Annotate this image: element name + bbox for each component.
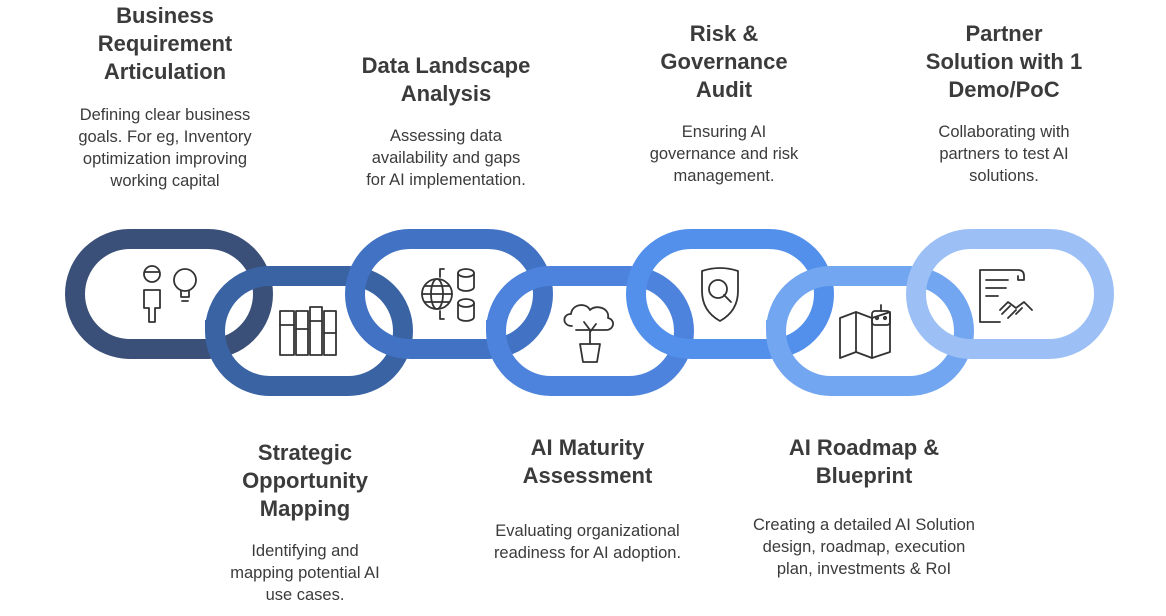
shield-search-icon: [701, 267, 739, 322]
step-title: Strategic Opportunity Mapping: [242, 440, 368, 521]
step-description: Ensuring AI governance and risk manageme…: [649, 123, 799, 185]
globe-database-icon: [421, 268, 475, 322]
step-strategic: Strategic Opportunity Mapping Identifyin…: [185, 439, 425, 606]
step-risk: Risk & Governance Audit Ensuring AI gove…: [618, 20, 830, 187]
contract-handshake-icon: [979, 269, 1033, 323]
step-description: Creating a detailed AI Solution design, …: [753, 516, 975, 578]
step-maturity: AI Maturity Assessment Evaluating organi…: [460, 434, 715, 564]
step-business: Business Requirement Articulation Defini…: [40, 2, 290, 192]
step-description: Identifying and mapping potential AI use…: [230, 542, 380, 604]
map-robot-icon: [839, 304, 891, 359]
person-idea-icon: [143, 265, 197, 323]
step-title: Business Requirement Articulation: [97, 3, 233, 84]
step-title: Partner Solution with 1 Demo/PoC: [925, 21, 1083, 102]
step-title: Risk & Governance Audit: [660, 21, 788, 102]
step-partner: Partner Solution with 1 Demo/PoC Collabo…: [900, 20, 1108, 187]
step-description: Defining clear business goals. For eg, I…: [78, 106, 252, 190]
step-title: AI Maturity Assessment: [522, 435, 653, 488]
chain-link-business: [65, 229, 273, 359]
step-title: Data Landscape Analysis: [361, 53, 531, 106]
step-description: Evaluating organizational readiness for …: [493, 522, 682, 562]
step-title: AI Roadmap & Blueprint: [788, 435, 940, 488]
plant-growth-icon: [563, 304, 614, 363]
step-data: Data Landscape Analysis Assessing data a…: [330, 52, 562, 191]
step-description: Collaborating with partners to test AI s…: [938, 123, 1070, 185]
columns-icon: [279, 306, 337, 356]
chain-link-partner: [906, 229, 1114, 359]
step-roadmap: AI Roadmap & Blueprint Creating a detail…: [728, 434, 1000, 580]
chain-link-data: [345, 229, 553, 359]
step-description: Assessing data availability and gaps for…: [366, 127, 526, 189]
chain-link-risk: [626, 229, 834, 359]
